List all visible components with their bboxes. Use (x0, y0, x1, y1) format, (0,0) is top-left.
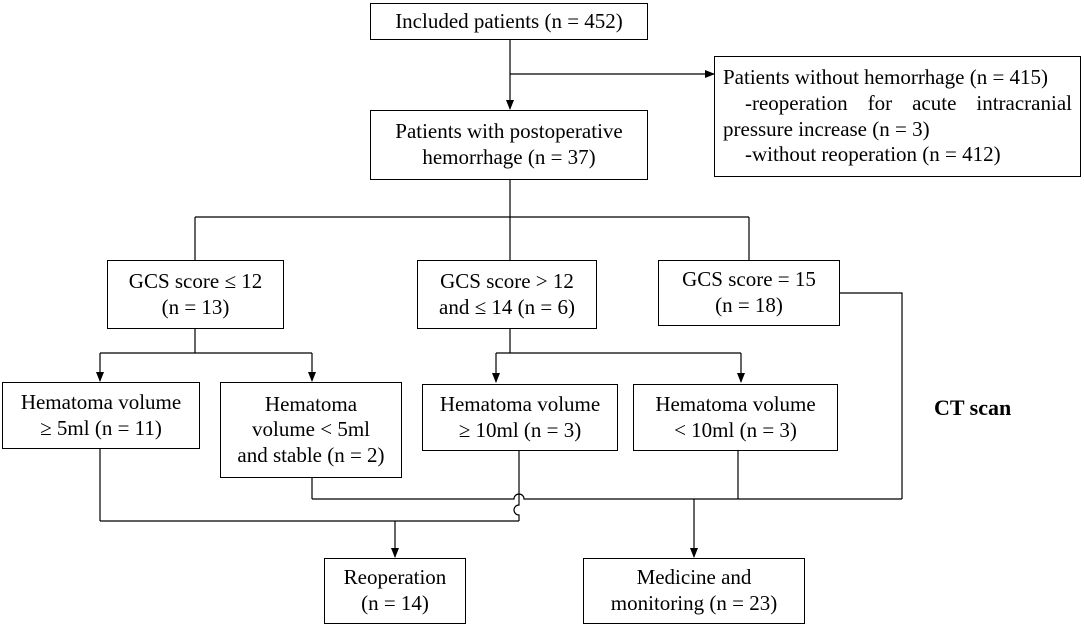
box-text: Hematoma volume (20, 389, 182, 414)
box-text: (n = 18) (715, 293, 783, 317)
line-gcs-high-route (840, 292, 903, 499)
box-text: Medicine and (636, 565, 752, 590)
line-hv-ge10-down (513, 451, 520, 521)
box-text: ≥ 5ml (n = 11) (40, 415, 162, 440)
box-text: Patients with postoperative (395, 119, 623, 144)
box-text: ≥ 10ml (n = 3) (458, 417, 582, 442)
line-medicine-collector (312, 493, 902, 500)
ct-scan-label: CT scan (934, 395, 1012, 420)
box-text: Included patients (n = 452) (395, 8, 623, 33)
hematoma-ge10-box: Hematoma volume ≥ 10ml (n = 3) (422, 384, 618, 451)
box-text: -without reoperation (n = 412) (745, 142, 1001, 167)
box-text: GCS score = 15 (682, 267, 816, 292)
hematoma-lt10-box: Hematoma volume < 10ml (n = 3) (633, 384, 838, 451)
box-text: Hematoma volume (439, 391, 601, 416)
medicine-monitoring-box: Medicine and monitoring (n = 23) (583, 558, 805, 624)
box-text: Patients without hemorrhage (n = 415) (723, 65, 1049, 90)
box-text: (n = 14) (361, 591, 429, 615)
hematoma-lt5-box: Hematoma volume < 5ml and stable (n = 2) (220, 382, 402, 478)
box-text: < 10ml (n = 3) (674, 417, 797, 442)
patients-without-hemorrhage-box: Patients without hemorrhage (n = 415) -r… (714, 56, 1081, 177)
included-patients-box: Included patients (n = 452) (370, 3, 648, 40)
box-text: volume < 5ml (251, 417, 370, 442)
hematoma-ge5-box: Hematoma volume ≥ 5ml (n = 11) (2, 382, 200, 449)
box-text: (n = 13) (161, 294, 230, 319)
box-text: hemorrhage (n = 37) (422, 145, 596, 169)
gcs-low-box: GCS score ≤ 12 (n = 13) (107, 260, 284, 329)
box-text: and ≤ 14 (n = 6) (439, 294, 575, 319)
box-text: GCS score > 12 (440, 268, 574, 293)
box-text: Reoperation (343, 565, 447, 590)
gcs-high-box: GCS score = 15 (n = 18) (658, 260, 840, 326)
box-text: Hematoma (264, 391, 358, 416)
box-text: Hematoma volume (655, 391, 816, 416)
box-text: pressure increase (n = 3) (723, 116, 930, 141)
box-text: and stable (n = 2) (237, 442, 385, 467)
reoperation-box: Reoperation (n = 14) (324, 558, 466, 624)
box-text: -reoperation for acute intracranial (745, 90, 1072, 115)
postoperative-hemorrhage-box: Patients with postoperative hemorrhage (… (370, 110, 648, 180)
box-text: monitoring (n = 23) (610, 591, 778, 615)
box-text: GCS score ≤ 12 (128, 268, 263, 293)
gcs-mid-box: GCS score > 12 and ≤ 14 (n = 6) (417, 260, 597, 329)
